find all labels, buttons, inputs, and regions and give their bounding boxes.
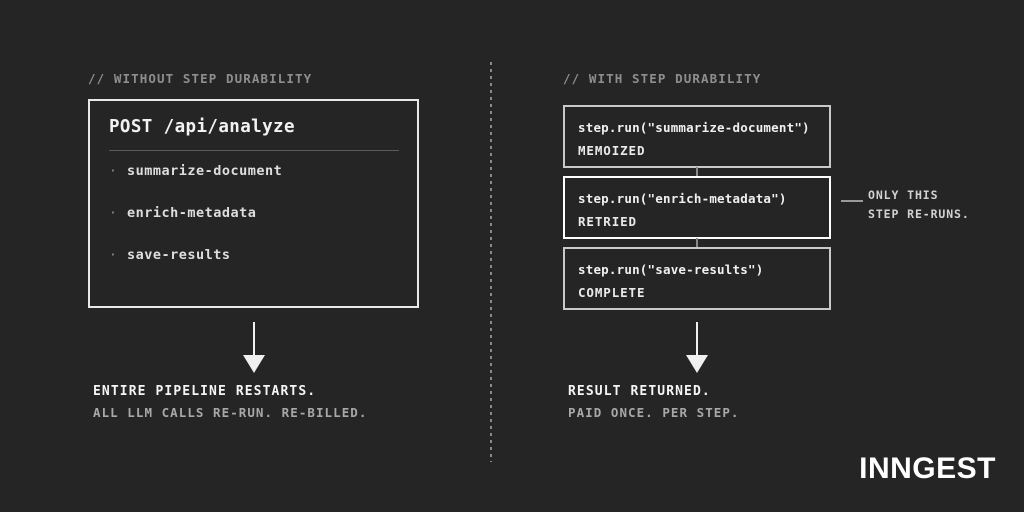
monolithic-request-card: POST /api/analyze · summarize-document ·… bbox=[88, 99, 419, 308]
list-item: · summarize-document bbox=[109, 163, 401, 205]
right-column-header: // WITH STEP DURABILITY bbox=[563, 71, 762, 86]
step-code-text: step.run("save-results") bbox=[578, 262, 764, 277]
status-badge: MEMOIZED bbox=[578, 143, 646, 158]
callout-leader-line bbox=[841, 200, 863, 202]
step-label: enrich-metadata bbox=[127, 205, 257, 221]
arrow-head bbox=[243, 355, 265, 373]
callout-line-1: ONLY THIS bbox=[868, 188, 939, 202]
outcome-secondary-text: PAID ONCE. PER STEP. bbox=[568, 405, 740, 420]
outcome-primary-text: RESULT RETURNED. bbox=[568, 384, 711, 399]
list-item: · save-results bbox=[109, 247, 401, 289]
pipeline-step-list: · summarize-document · enrich-metadata ·… bbox=[109, 163, 401, 289]
outcome-primary-text: ENTIRE PIPELINE RESTARTS. bbox=[93, 384, 317, 399]
step-label: summarize-document bbox=[127, 163, 283, 179]
endpoint-title: POST /api/analyze bbox=[109, 117, 295, 137]
step-connector-line bbox=[696, 238, 698, 248]
status-badge: RETRIED bbox=[578, 214, 637, 229]
list-item: · enrich-metadata bbox=[109, 205, 401, 247]
bullet-icon: · bbox=[109, 164, 117, 179]
vertical-dotted-divider bbox=[490, 62, 492, 462]
step-box-enrich-metadata: step.run("enrich-metadata") RETRIED bbox=[563, 176, 831, 239]
callout-annotation: ONLY THIS STEP RE-RUNS. bbox=[868, 186, 970, 224]
step-code-text: step.run("enrich-metadata") bbox=[578, 191, 787, 206]
card-divider-rule bbox=[109, 150, 399, 151]
step-box-save-results: step.run("save-results") COMPLETE bbox=[563, 247, 831, 310]
arrow-head bbox=[686, 355, 708, 373]
inngest-logo: INNGEST bbox=[859, 452, 996, 485]
arrow-stem bbox=[253, 322, 255, 357]
arrow-stem bbox=[696, 322, 698, 357]
left-outcome-caption: ENTIRE PIPELINE RESTARTS. ALL LLM CALLS … bbox=[93, 381, 367, 423]
left-column-header: // WITHOUT STEP DURABILITY bbox=[88, 71, 313, 86]
step-connector-line bbox=[696, 167, 698, 177]
callout-line-2: STEP RE-RUNS. bbox=[868, 207, 970, 221]
step-box-summarize-document: step.run("summarize-document") MEMOIZED bbox=[563, 105, 831, 168]
status-badge: COMPLETE bbox=[578, 285, 646, 300]
right-outcome-caption: RESULT RETURNED. PAID ONCE. PER STEP. bbox=[568, 381, 740, 423]
step-label: save-results bbox=[127, 247, 231, 263]
bullet-icon: · bbox=[109, 248, 117, 263]
step-code-text: step.run("summarize-document") bbox=[578, 120, 810, 135]
bullet-icon: · bbox=[109, 206, 117, 221]
outcome-secondary-text: ALL LLM CALLS RE-RUN. RE-BILLED. bbox=[93, 405, 368, 420]
